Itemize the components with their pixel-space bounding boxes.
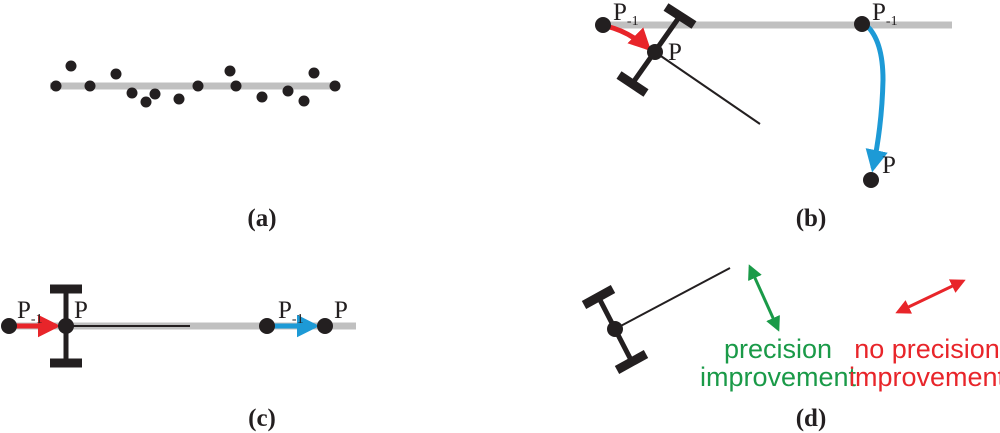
no-precision-text-line2: improvement	[849, 362, 1000, 392]
point-prev	[595, 17, 611, 33]
point-current	[317, 318, 333, 334]
panel-label-a: (a)	[247, 205, 276, 232]
point-prev	[1, 318, 17, 334]
arrow-icon	[605, 23, 652, 52]
double-arrow-icon	[748, 264, 780, 332]
prev-label-right: P-1	[278, 297, 304, 327]
prev-label-left: P-1	[17, 297, 43, 327]
double-arrow-icon	[895, 279, 966, 314]
point-label-left: P	[74, 297, 88, 324]
no-precision-text-line1: no precision	[854, 334, 1000, 364]
prev-label-right: P-1	[872, 0, 898, 29]
panel-label-b: (b)	[796, 205, 827, 232]
point-label-right: P	[882, 152, 896, 179]
precision-text-line2: improvement	[700, 362, 857, 392]
panel-d: precision improvement no precision impro…	[581, 264, 1000, 432]
scatter-point	[84, 80, 96, 92]
scatter-point	[256, 91, 268, 103]
scatter-point	[50, 80, 62, 92]
scatter-point	[224, 65, 236, 77]
point-prev	[854, 16, 870, 32]
heading-line	[614, 267, 731, 330]
scatter-point	[192, 80, 204, 92]
scatter-point	[298, 95, 310, 107]
panel-c: P-1 P P-1 P (c)	[1, 284, 356, 432]
point-current	[647, 44, 663, 60]
point-current	[863, 172, 879, 188]
prev-label-left: P-1	[613, 0, 639, 29]
robot-center	[607, 321, 623, 337]
scatter-point	[173, 93, 185, 105]
heading-line	[654, 51, 761, 125]
precision-text-line1: precision	[724, 334, 832, 364]
panel-b: P-1 P P-1 P (b)	[595, 0, 952, 232]
scatter-point	[140, 96, 152, 108]
scatter-point	[329, 80, 341, 92]
scatter-point	[230, 80, 242, 92]
panel-label-c: (c)	[248, 405, 276, 432]
point-prev	[259, 318, 275, 334]
scatter-point	[110, 68, 122, 80]
scatter-point	[308, 67, 320, 79]
panel-label-d: (d)	[796, 405, 827, 432]
point-label-left: P	[668, 39, 682, 66]
arrow-icon	[864, 23, 888, 173]
scatter-point	[65, 60, 77, 72]
point-label-right: P	[334, 297, 348, 324]
point-current	[58, 318, 74, 334]
scatter-point	[282, 85, 294, 97]
scatter-point	[126, 87, 138, 99]
scatter-points	[50, 60, 341, 108]
scatter-point	[149, 88, 161, 100]
panel-a: (a)	[50, 60, 341, 232]
